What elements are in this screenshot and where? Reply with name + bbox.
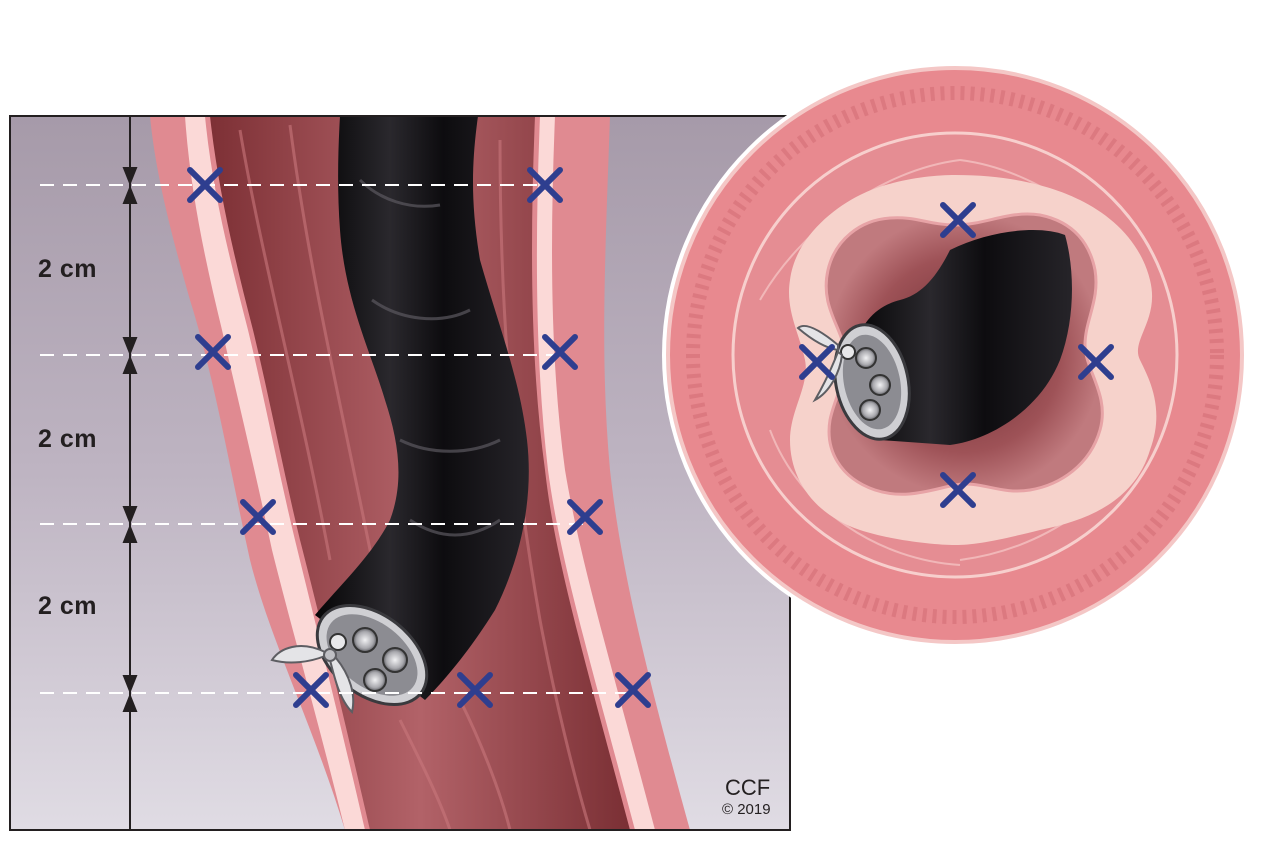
credit-year: © 2019	[722, 801, 771, 818]
biopsy-x-marker-icon	[542, 334, 578, 370]
biopsy-x-marker-icon	[1078, 344, 1114, 380]
endoscope-shaft	[315, 116, 529, 700]
dimension-line	[122, 116, 138, 830]
spacing-label-3: 2 cm	[38, 592, 97, 620]
biopsy-x-marker-icon	[527, 167, 563, 203]
arrow-down-icon	[122, 167, 138, 186]
biopsy-x-marker-icon	[187, 167, 223, 203]
arrow-down-icon	[122, 506, 138, 525]
biopsy-x-marker-icon	[457, 672, 493, 708]
cross-biopsy-markers	[799, 202, 1114, 508]
arrow-down-icon	[122, 337, 138, 356]
biopsy-levels	[40, 184, 635, 694]
arrow-up-icon	[122, 524, 138, 543]
longitudinal-view	[10, 116, 790, 830]
biopsy-x-marker-icon	[615, 672, 651, 708]
biopsy-x-marker-icon	[940, 202, 976, 238]
biopsy-x-marker-icon	[195, 334, 231, 370]
mucosal-folds	[238, 124, 592, 830]
arrow-up-icon	[122, 185, 138, 204]
endoscope-tip-cross	[833, 323, 911, 441]
cross-section-view	[662, 62, 1248, 648]
biopsy-x-marker-icon	[293, 672, 329, 708]
spacing-label-2: 2 cm	[38, 425, 97, 453]
credit-org: CCF	[725, 775, 771, 800]
biopsy-x-marker-icon	[240, 499, 276, 535]
biopsy-x-marker-icon	[940, 472, 976, 508]
spacing-label-1: 2 cm	[38, 255, 97, 283]
arrow-down-icon	[122, 675, 138, 694]
biopsy-markers	[187, 167, 651, 708]
biopsy-x-marker-icon	[799, 344, 835, 380]
biopsy-forceps	[270, 645, 355, 714]
biopsy-x-marker-icon	[567, 499, 603, 535]
arrow-up-icon	[122, 693, 138, 712]
arrow-up-icon	[122, 355, 138, 374]
